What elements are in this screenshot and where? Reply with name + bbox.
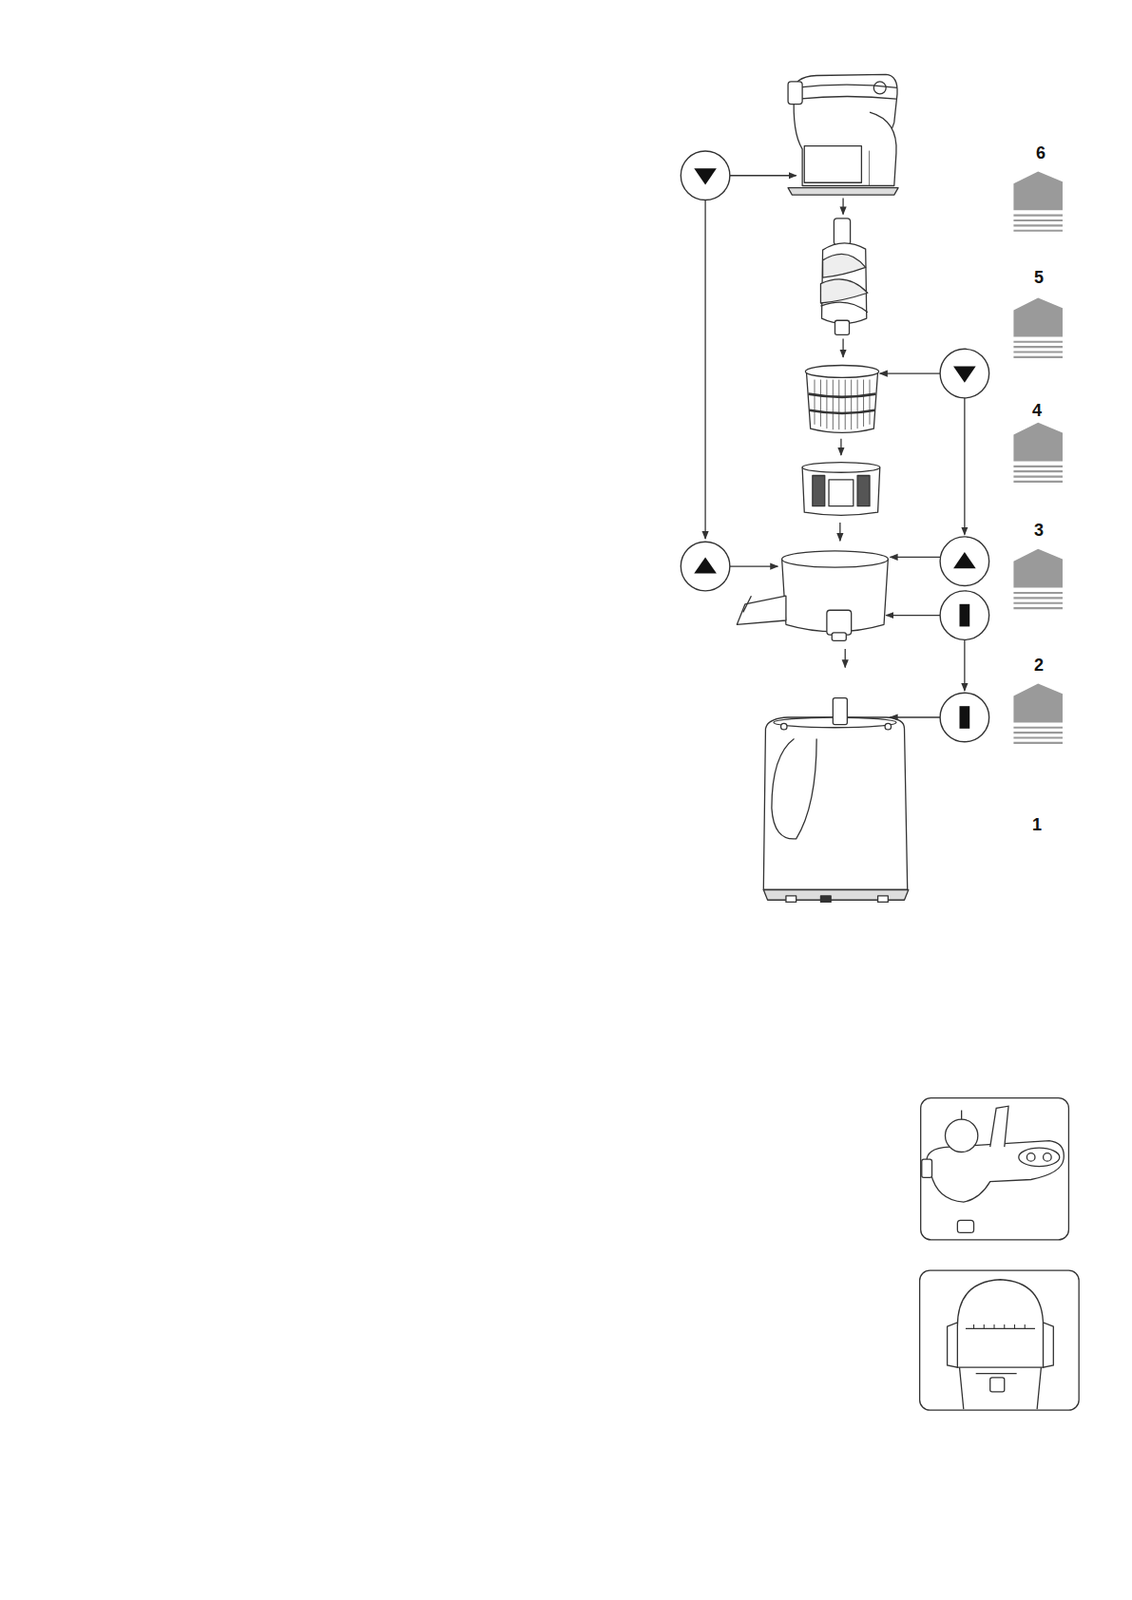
juice-bowl-part <box>736 551 888 642</box>
callout-number: 2 <box>1034 656 1044 674</box>
stack-icons <box>1013 171 1063 743</box>
alignment-symbols <box>680 151 989 743</box>
alignment-guides <box>705 175 965 718</box>
inset-lid-top <box>920 1270 1080 1411</box>
exploded-parts <box>736 74 908 902</box>
callout-number: 4 <box>1032 402 1042 420</box>
assembly-arrow <box>840 439 842 456</box>
callout-number: 1 <box>1032 816 1042 834</box>
assembly-arrow <box>842 339 844 358</box>
callout-number: 5 <box>1034 268 1044 287</box>
auger-part <box>820 218 867 335</box>
inset-feeding <box>920 1098 1070 1241</box>
brush-holder-part <box>802 462 881 517</box>
callout-number: 6 <box>1036 144 1046 162</box>
strainer-part <box>805 365 879 434</box>
assembly-arrow <box>839 522 841 541</box>
assembly-arrow <box>844 649 846 668</box>
motor-base-part <box>763 698 908 903</box>
callout-number: 3 <box>1034 521 1044 539</box>
assembly-arrow <box>842 197 844 214</box>
hopper-part <box>787 74 899 195</box>
